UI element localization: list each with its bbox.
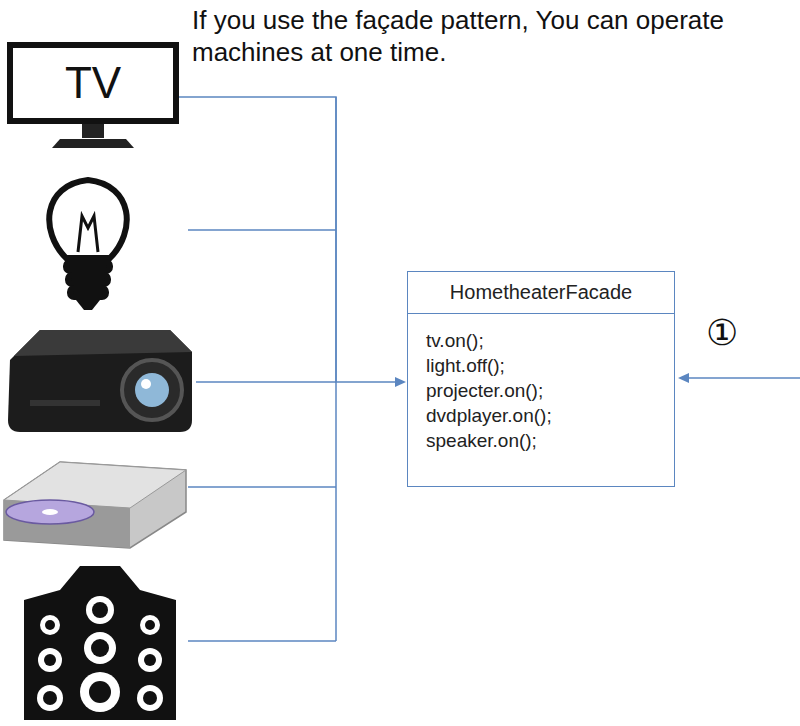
connector [179,97,406,387]
speaker-stack-icon [24,566,176,720]
class-name: HometheaterFacade [408,272,674,314]
tv-screen: TV [7,42,179,124]
device-wires [188,97,336,641]
client-arrow [678,373,800,383]
facade-class-box: HometheaterFacadetv.on(); light.off(); p… [407,271,675,487]
projector-icon [8,330,192,432]
tv-stand [52,124,134,148]
heading-text: If you use the façade pattern, You can o… [192,4,792,68]
bulb-icon [49,180,127,310]
dvd-drive-icon [4,462,186,548]
screen-label: TV [65,58,121,108]
callout-number: ① [706,312,738,354]
method-list: tv.on(); light.off(); projecter.on(); dv… [408,314,566,463]
